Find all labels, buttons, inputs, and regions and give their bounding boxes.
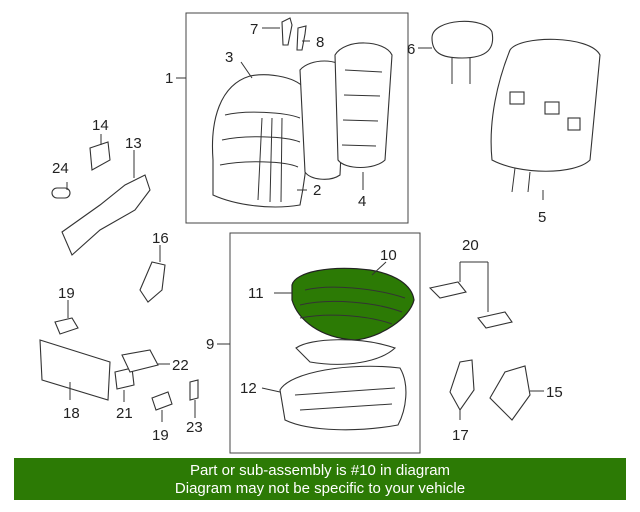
callout-22: 22 bbox=[172, 357, 189, 374]
callout-9: 9 bbox=[206, 336, 214, 353]
callout-14: 14 bbox=[92, 117, 109, 134]
info-banner: Part or sub-assembly is #10 in diagram D… bbox=[14, 458, 626, 500]
callout-21: 21 bbox=[116, 405, 133, 422]
callout-10: 10 bbox=[380, 247, 397, 264]
callout-19-bottom: 19 bbox=[152, 427, 169, 444]
callout-1: 1 bbox=[165, 70, 173, 87]
callout-18: 18 bbox=[63, 405, 80, 422]
cover-17-part[interactable] bbox=[449, 359, 475, 412]
cushion-pad-part[interactable] bbox=[295, 339, 397, 365]
cushion-group-box bbox=[229, 232, 421, 454]
callout-13: 13 bbox=[125, 135, 142, 152]
bracket-21-part[interactable] bbox=[114, 367, 135, 390]
trim-panel-18-part[interactable] bbox=[39, 339, 111, 401]
callout-2: 2 bbox=[313, 182, 321, 199]
callout-11: 11 bbox=[248, 285, 264, 302]
bracket-20a-part[interactable] bbox=[428, 281, 467, 299]
callout-17: 17 bbox=[452, 427, 469, 444]
seatback-pad-part[interactable] bbox=[299, 60, 346, 180]
cushion-frame-part[interactable] bbox=[279, 365, 407, 431]
clip-7-part[interactable] bbox=[281, 17, 293, 46]
callout-4: 4 bbox=[358, 193, 366, 210]
headrest-part[interactable] bbox=[431, 20, 494, 84]
callout-12: 12 bbox=[240, 380, 257, 397]
banner-line-2: Diagram may not be specific to your vehi… bbox=[174, 480, 466, 497]
callout-7: 7 bbox=[250, 21, 258, 38]
bracket-23-part[interactable] bbox=[189, 379, 199, 401]
callout-23: 23 bbox=[186, 419, 203, 436]
callout-3: 3 bbox=[225, 49, 233, 66]
rear-back-panel-part[interactable] bbox=[490, 38, 601, 193]
cover-16-part[interactable] bbox=[139, 261, 166, 303]
callout-6: 6 bbox=[407, 41, 415, 58]
clip-19-top-part[interactable] bbox=[54, 317, 79, 335]
callout-19-top: 19 bbox=[58, 285, 75, 302]
bracket-20b-part[interactable] bbox=[477, 311, 513, 329]
banner-line-1: Part or sub-assembly is #10 in diagram bbox=[189, 462, 451, 479]
cushion-cover-part-10[interactable] bbox=[291, 267, 415, 341]
bracket-22-part[interactable] bbox=[121, 349, 159, 373]
seatback-frame-part[interactable] bbox=[334, 42, 393, 169]
clip-8-part[interactable] bbox=[296, 25, 307, 51]
seat-parts-diagram: 1 2 3 4 5 6 7 8 9 10 11 12 13 14 15 16 1… bbox=[39, 12, 601, 454]
callout-8: 8 bbox=[316, 34, 324, 51]
cover-15-part[interactable] bbox=[489, 365, 531, 421]
callout-20: 20 bbox=[462, 237, 479, 254]
callout-5: 5 bbox=[538, 209, 546, 226]
cap-24-part[interactable] bbox=[51, 187, 71, 199]
cover-14-part[interactable] bbox=[89, 141, 111, 171]
seatback-cover-part[interactable] bbox=[211, 74, 309, 208]
side-shield-part[interactable] bbox=[61, 174, 151, 256]
callout-16: 16 bbox=[152, 230, 169, 247]
clip-19-bottom-part[interactable] bbox=[151, 391, 173, 411]
callout-24: 24 bbox=[52, 160, 69, 177]
seatback-group-box bbox=[185, 12, 409, 224]
callout-15: 15 bbox=[546, 384, 563, 401]
